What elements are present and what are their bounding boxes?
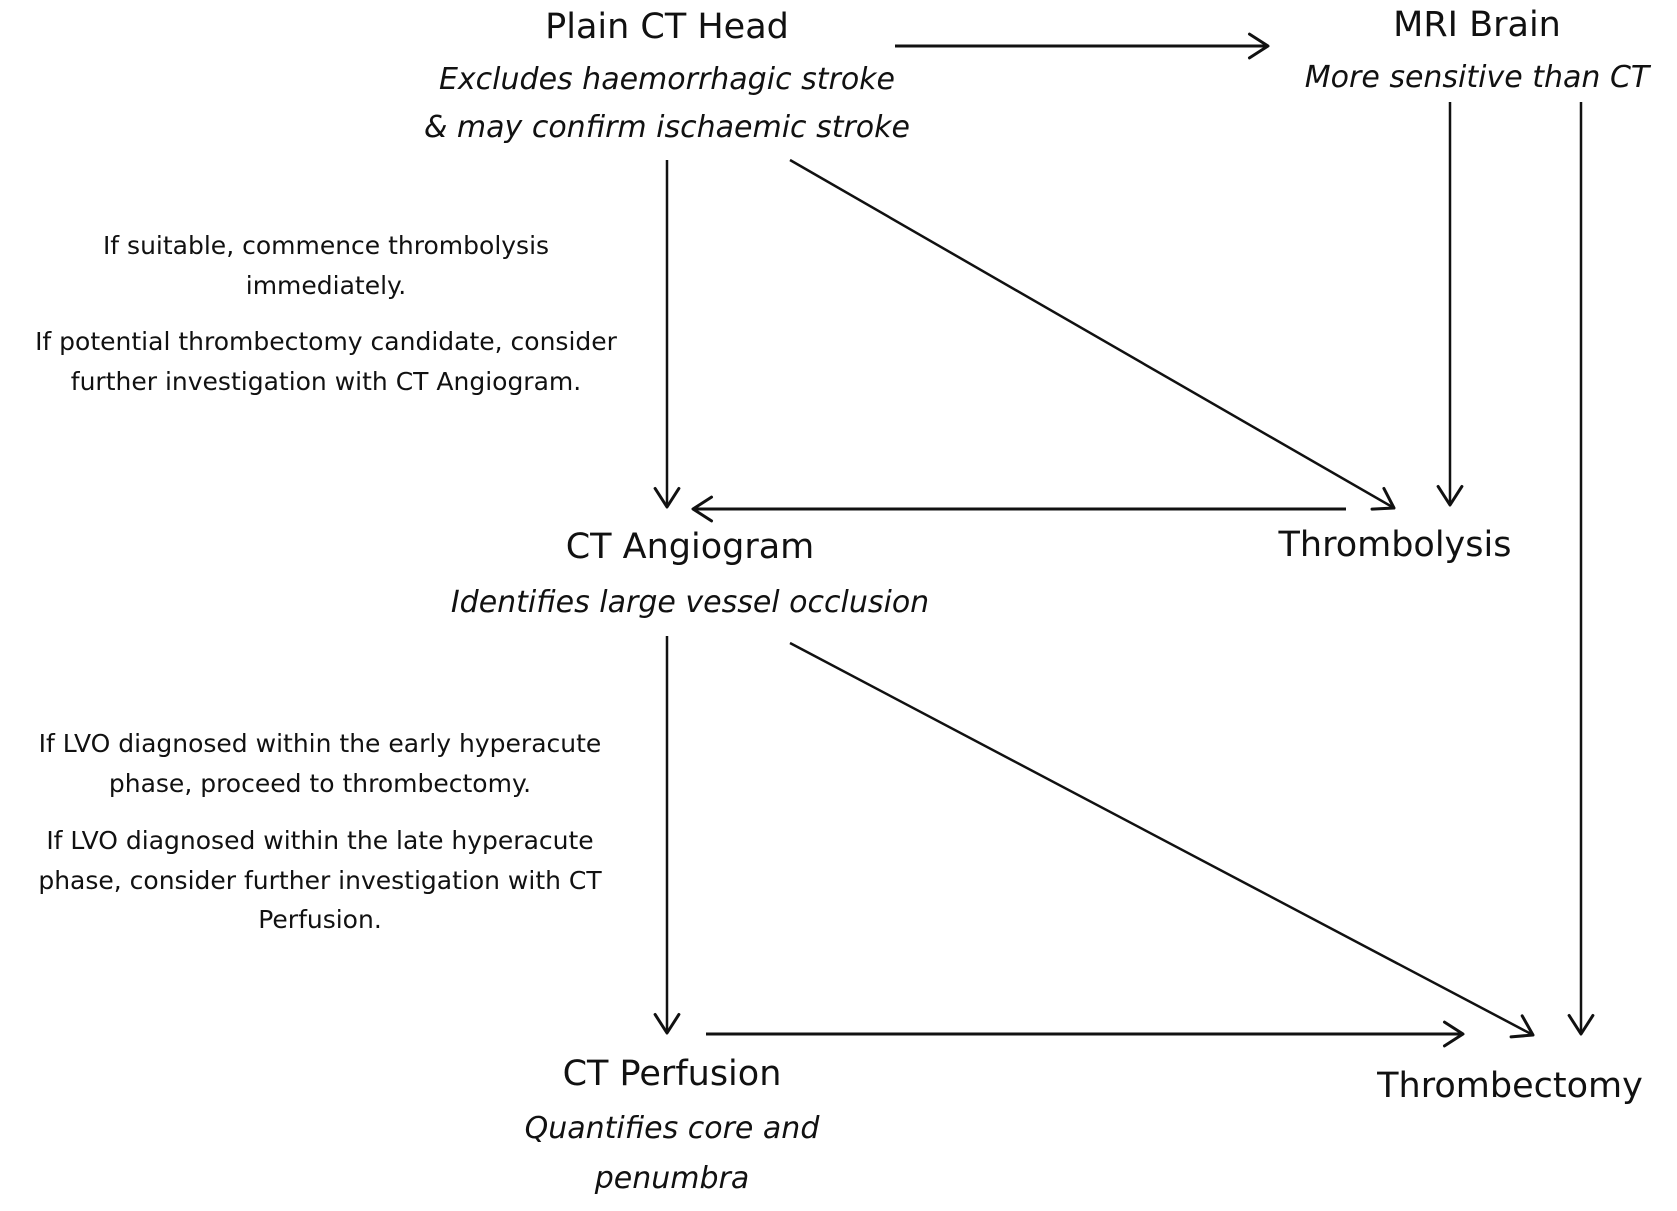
arrowhead-icon xyxy=(1370,486,1396,511)
note-line: Perfusion. xyxy=(258,905,382,934)
arrowhead-icon xyxy=(1442,1020,1465,1048)
node-thrombolysis: Thrombolysis xyxy=(1278,525,1512,565)
node-title: CT Perfusion xyxy=(563,1054,782,1094)
arrow-mri-brain-to-thrombectomy xyxy=(1567,102,1595,1036)
note-ct-head: If suitable, commence thrombolysis immed… xyxy=(35,231,618,396)
note-line: If LVO diagnosed within the late hyperac… xyxy=(46,826,593,855)
arrowhead-icon xyxy=(1436,484,1464,507)
arrowhead-icon xyxy=(1567,1013,1595,1036)
node-ct-head: Plain CT Head Excludes haemorrhagic stro… xyxy=(424,7,910,145)
note-line: phase, consider further investigation wi… xyxy=(38,866,602,895)
node-subtitle-line: More sensitive than CT xyxy=(1305,60,1652,95)
arrowhead-icon xyxy=(1509,1014,1535,1039)
arrow-thrombolysis-to-ct-angiogram xyxy=(691,495,1346,523)
arrow-ct-head-to-mri-brain xyxy=(895,32,1270,60)
node-subtitle-line: penumbra xyxy=(594,1161,750,1196)
node-thrombectomy: Thrombectomy xyxy=(1376,1066,1643,1106)
arrow-ct-angiogram-to-thrombectomy xyxy=(789,641,1535,1039)
arrow-mri-brain-to-thrombolysis xyxy=(1436,102,1464,507)
note-line: If LVO diagnosed within the early hypera… xyxy=(39,729,602,758)
node-mri-brain: MRI Brain More sensitive than CT xyxy=(1305,5,1652,95)
arrowhead-icon xyxy=(1247,32,1270,60)
arrow-ct-head-to-ct-angiogram xyxy=(653,160,681,509)
arrow-shaft xyxy=(789,158,1395,510)
node-subtitle-line: Identifies large vessel occlusion xyxy=(451,585,929,620)
node-title: MRI Brain xyxy=(1393,5,1561,45)
node-ct-angiogram: CT Angiogram Identifies large vessel occ… xyxy=(451,527,929,620)
node-subtitle-line: Quantifies core and xyxy=(525,1111,821,1146)
note-line: If potential thrombectomy candidate, con… xyxy=(35,327,618,356)
node-title: Thrombolysis xyxy=(1278,525,1512,565)
arrow-shaft xyxy=(789,641,1534,1037)
arrow-ct-angiogram-to-ct-perfusion xyxy=(653,636,681,1035)
arrow-ct-perfusion-to-thrombectomy xyxy=(706,1020,1465,1048)
node-title: Thrombectomy xyxy=(1376,1066,1643,1106)
node-subtitle-line: & may confirm ischaemic stroke xyxy=(424,110,910,145)
arrowhead-icon xyxy=(653,1012,681,1035)
note-line: immediately. xyxy=(246,271,406,300)
arrowhead-icon xyxy=(653,486,681,509)
arrowhead-icon xyxy=(691,495,714,523)
note-line: If suitable, commence thrombolysis xyxy=(103,231,549,260)
node-subtitle-line: Excludes haemorrhagic stroke xyxy=(439,62,895,97)
note-ct-angiogram: If LVO diagnosed within the early hypera… xyxy=(38,729,602,934)
node-title: Plain CT Head xyxy=(545,7,789,47)
node-ct-perfusion: CT Perfusion Quantifies core and penumbr… xyxy=(525,1054,821,1196)
node-title: CT Angiogram xyxy=(566,527,815,567)
arrow-ct-head-to-thrombolysis xyxy=(789,158,1396,511)
note-line: phase, proceed to thrombectomy. xyxy=(109,769,531,798)
note-line: further investigation with CT Angiogram. xyxy=(71,367,581,396)
